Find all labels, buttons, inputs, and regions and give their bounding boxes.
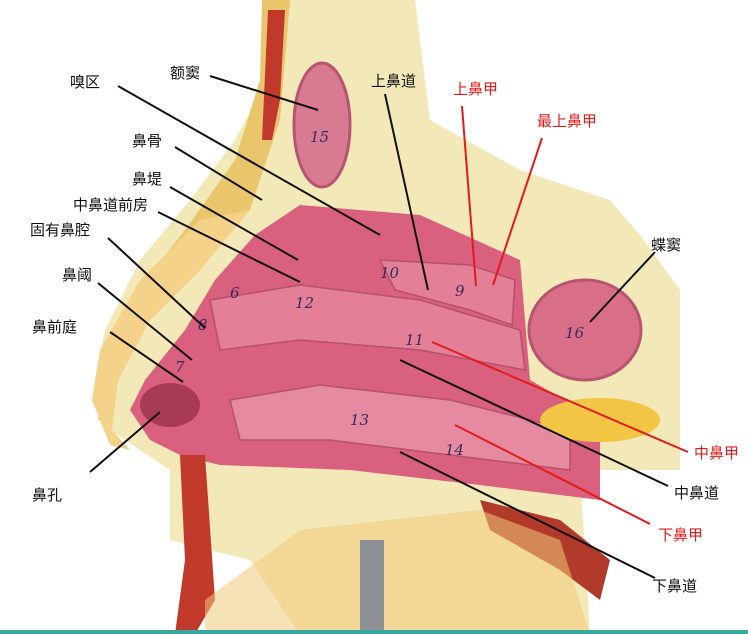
model-number-12: 12 <box>295 294 314 312</box>
frontal-sinus-shape <box>292 61 352 189</box>
leader-inferior-meatus <box>399 451 656 579</box>
leader-olfactory-region <box>117 85 381 236</box>
model-number-13: 13 <box>350 411 369 429</box>
label-nasal-cavity-proper: 固有鼻腔 <box>30 221 91 239</box>
leader-nasal-cavity-proper <box>107 237 206 329</box>
leader-sphenoid-sinus <box>589 251 656 323</box>
leader-supreme-turbinate <box>492 137 543 286</box>
leader-middle-meatus <box>399 359 669 487</box>
model-number-10: 10 <box>380 264 400 282</box>
leader-inferior-turbinate <box>454 424 651 525</box>
inferior-turbinate-shape <box>229 384 571 471</box>
label-superior-meatus: 上鼻道 <box>371 72 417 90</box>
model-number-15: 15 <box>310 128 329 146</box>
upper-vessel <box>262 10 285 140</box>
stand-rod <box>360 540 384 634</box>
label-sphenoid-sinus: 蝶窦 <box>651 236 682 254</box>
label-supreme-turbinate: 最上鼻甲 <box>537 112 598 130</box>
label-nostril: 鼻孔 <box>32 486 63 504</box>
leader-superior-meatus <box>384 93 429 291</box>
model-number-6: 6 <box>230 284 240 302</box>
leader-frontal-sinus <box>209 75 319 111</box>
leader-nasal-vestibule <box>109 331 184 383</box>
leader-middle-turbinate <box>431 341 689 453</box>
label-frontal-sinus: 额窦 <box>170 64 201 82</box>
skin-edge <box>92 210 250 450</box>
label-agger-nasi: 鼻堤 <box>132 170 163 188</box>
bottom-accent-bar <box>0 630 748 634</box>
leader-nostril <box>89 411 161 473</box>
fat-pad <box>540 398 660 442</box>
label-middle-turbinate: 中鼻甲 <box>694 444 740 462</box>
label-middle-meatus-atrium: 中鼻道前房 <box>73 196 149 214</box>
label-nasal-vestibule: 鼻前庭 <box>32 318 78 336</box>
label-limen-nasi: 鼻阈 <box>62 266 93 284</box>
model-number-9: 9 <box>455 282 465 300</box>
label-olfactory-region: 嗅区 <box>70 73 101 91</box>
palate-skin <box>205 510 590 634</box>
label-inferior-meatus: 下鼻道 <box>652 577 698 595</box>
label-middle-meatus: 中鼻道 <box>674 484 720 502</box>
label-inferior-turbinate: 下鼻甲 <box>658 526 704 544</box>
label-superior-turbinate: 上鼻甲 <box>453 80 499 98</box>
leader-nasal-bone <box>174 146 263 201</box>
superior-turbinate-shape <box>378 259 516 327</box>
label-nasal-bone: 鼻骨 <box>132 132 163 150</box>
sphenoid-sinus-shape <box>527 278 643 382</box>
leader-middle-meatus-atrium <box>157 211 301 283</box>
model-number-7: 7 <box>175 358 185 376</box>
leader-agger-nasi <box>169 186 299 261</box>
model-number-14: 14 <box>445 441 464 459</box>
leader-superior-turbinate <box>461 105 477 287</box>
leader-limen-nasi <box>97 282 193 361</box>
model-number-16: 16 <box>565 324 585 342</box>
model-number-11: 11 <box>405 331 424 349</box>
lower-vessel-left <box>175 455 215 634</box>
